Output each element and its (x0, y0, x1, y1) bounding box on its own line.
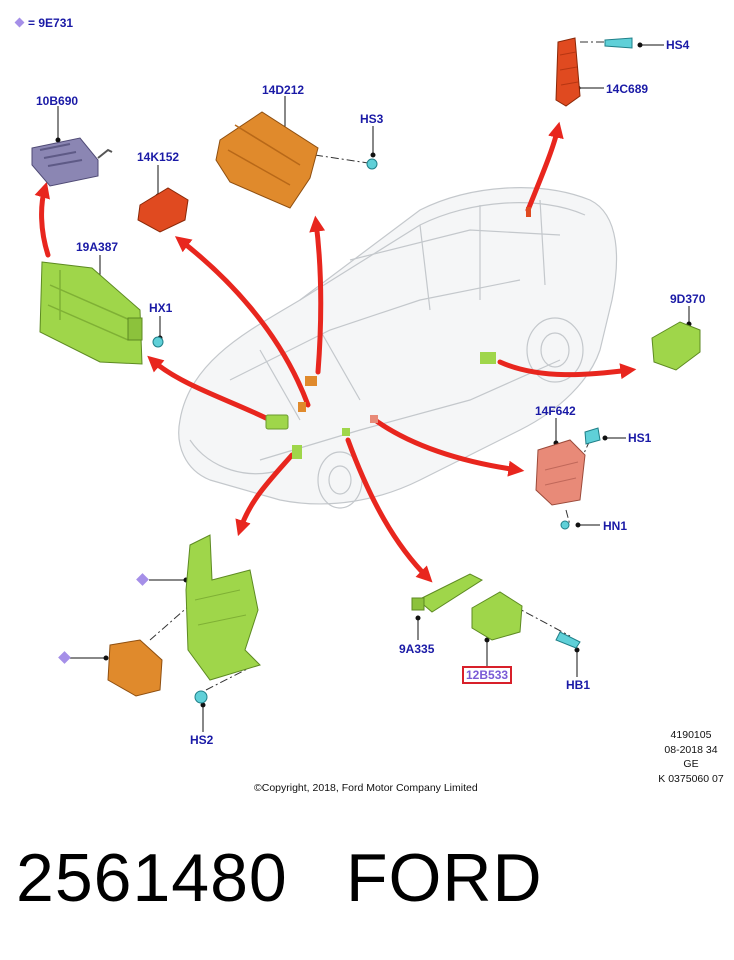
module-14D212 (215, 111, 319, 209)
module-19A387 (39, 261, 143, 365)
parts-diagram (31, 37, 701, 732)
module-9A335 (411, 573, 484, 613)
module-9D370 (651, 321, 701, 371)
callout-14K152: 14K152 (137, 150, 180, 164)
arrows (34, 121, 637, 583)
part-number: 2561480 (16, 840, 288, 916)
meta-line-1: 4190105 (670, 729, 712, 741)
callout-9A335: 9A335 (399, 642, 435, 656)
module-12B533 (471, 591, 523, 641)
callout-HS4: HS4 (666, 38, 690, 52)
legend: = 9E731 (14, 16, 73, 30)
callout-14F642: 14F642 (535, 404, 576, 418)
module-orange-bracket (107, 639, 163, 697)
meta-line-3: GE (683, 758, 699, 770)
module-14F642 (535, 439, 586, 506)
module-bracket-9E731 (185, 534, 261, 681)
callout-14D212: 14D212 (262, 83, 305, 97)
module-10B690 (31, 137, 113, 187)
diamond-icon (14, 17, 25, 28)
callout-HS3: HS3 (360, 112, 384, 126)
meta-line-2: 08-2018 34 (664, 743, 718, 756)
callout-14C689: 14C689 (606, 82, 649, 96)
callout-HS1: HS1 (628, 431, 652, 445)
module-14K152 (137, 187, 189, 233)
callout-9D370: 9D370 (670, 292, 706, 306)
callout-19A387: 19A387 (76, 240, 119, 254)
callout-10B690: 10B690 (36, 94, 79, 108)
fasteners (152, 37, 633, 704)
legend-text: = 9E731 (28, 16, 74, 30)
meta-line-4: K 0375060 07 (658, 772, 724, 785)
copyright-notice: ©Copyright, 2018, Ford Motor Company Lim… (254, 782, 478, 794)
callout-HN1: HN1 (603, 519, 628, 533)
module-14C689 (555, 37, 581, 107)
callout-HB1: HB1 (566, 678, 591, 692)
vehicle-component-markers (265, 207, 531, 459)
callout-HS2: HS2 (190, 733, 214, 747)
brand-name: FORD (346, 840, 543, 916)
callout-12B533-highlighted[interactable]: 12B533 (462, 666, 513, 684)
callout-HX1: HX1 (149, 301, 173, 315)
diagram-meta: 4190105 08-2018 34 GE K 0375060 07 (650, 728, 732, 786)
